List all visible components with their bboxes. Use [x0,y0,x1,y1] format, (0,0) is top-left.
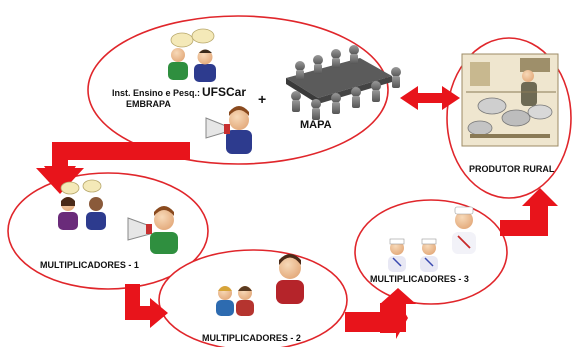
megaphone-person-icon [205,106,252,154]
arrow-mult3-to-produtor [500,188,558,236]
arrow-top-to-mult1-body [36,142,190,194]
embrapa-label: EMBRAPA [126,99,171,109]
person-icon [276,254,304,304]
mult3-label: MULTIPLICADORES - 3 [370,274,469,284]
double-arrow-icon [400,86,460,110]
arrow-mult1-to-mult2 [125,284,168,328]
nurse-icon [388,238,406,272]
megaphone-person-icon [127,206,178,254]
mult2-label: MULTIPLICADORES - 2 [202,333,301,343]
arrow-mult2-to-mult3-riser [345,288,416,332]
ufscar-label: UFSCar [202,85,246,99]
nurse-icon [420,238,438,272]
mapa-label: MAPA [300,119,332,131]
produtor-label: PRODUTOR RURAL [469,164,555,174]
inst-label: Inst. Ensino e Pesq.: [112,88,200,98]
farm-scene-icon [461,53,559,147]
mult2-ellipse [158,249,348,347]
meeting-table-icon [286,45,401,120]
top-ellipse [87,15,389,165]
people-talking-icon [58,179,106,230]
person-icon [216,286,254,316]
nurse-icon [452,206,476,254]
people-talking-icon [168,28,216,82]
mult1-ellipse [7,172,209,290]
plus-sign: + [258,91,266,107]
mult1-label: MULTIPLICADORES - 1 [40,260,139,270]
